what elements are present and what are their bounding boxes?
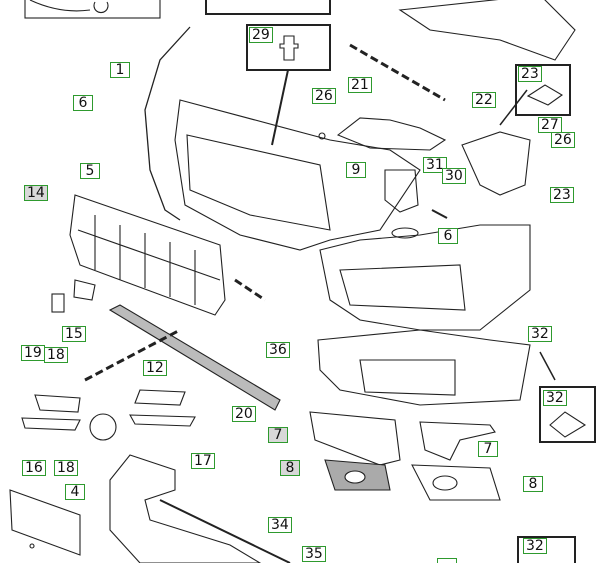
callout-18[interactable]: 18 (54, 460, 78, 476)
callout-26[interactable]: 26 (312, 88, 336, 104)
callout-29[interactable]: 29 (249, 27, 273, 43)
detail-box-23 (515, 64, 571, 116)
callout-8[interactable]: 8 (523, 476, 543, 492)
callout-12[interactable]: 12 (143, 360, 167, 376)
callout-7[interactable]: 7 (478, 441, 498, 457)
callout-9[interactable]: 9 (346, 162, 366, 178)
thumbnail-box-2 (205, 0, 331, 15)
detail-box-32 (539, 386, 596, 443)
callout-23[interactable]: 23 (550, 187, 574, 203)
callout-14[interactable]: 14 (24, 185, 48, 201)
grille (69, 194, 226, 316)
callout-34[interactable]: 34 (268, 517, 292, 533)
callout-36[interactable]: 36 (266, 342, 290, 358)
callout-15[interactable]: 15 (62, 326, 86, 342)
callout-31[interactable]: 31 (423, 157, 447, 173)
callout-8[interactable]: 8 (280, 460, 300, 476)
callout-5[interactable]: 5 (80, 163, 100, 179)
callout-4[interactable]: 4 (65, 484, 85, 500)
callout-21[interactable]: 21 (348, 77, 372, 93)
lower-grille-mesh (108, 304, 281, 411)
callout-27[interactable]: 27 (538, 117, 562, 133)
bumper-cover-upper (174, 99, 421, 251)
detail-box-29 (246, 24, 331, 71)
front-spoiler (317, 329, 531, 406)
clip-icon (279, 35, 299, 61)
callout-cut-off[interactable] (437, 558, 457, 563)
callout-26[interactable]: 26 (551, 132, 575, 148)
callout-32[interactable]: 32 (523, 538, 547, 554)
callout-7[interactable]: 7 (268, 427, 288, 443)
callout-1[interactable]: 1 (110, 62, 130, 78)
callout-32[interactable]: 32 (528, 326, 552, 342)
callout-35[interactable]: 35 (302, 546, 326, 562)
car-thumbnail-icon (29, 0, 109, 14)
callout-6[interactable]: 6 (73, 95, 93, 111)
callout-23[interactable]: 23 (518, 66, 542, 82)
bumper-cover-lower (319, 224, 531, 331)
callout-17[interactable]: 17 (191, 453, 215, 469)
callout-22[interactable]: 22 (472, 92, 496, 108)
callout-6[interactable]: 6 (438, 228, 458, 244)
callout-20[interactable]: 20 (232, 406, 256, 422)
reinforcement (398, 0, 576, 61)
license-plate-holder (9, 489, 81, 556)
callout-18[interactable]: 18 (44, 347, 68, 363)
thumbnail-box (24, 0, 161, 19)
callout-16[interactable]: 16 (22, 460, 46, 476)
callout-32[interactable]: 32 (543, 390, 567, 406)
lower-member (109, 454, 262, 563)
callout-30[interactable]: 30 (442, 168, 466, 184)
callout-19[interactable]: 19 (21, 345, 45, 361)
